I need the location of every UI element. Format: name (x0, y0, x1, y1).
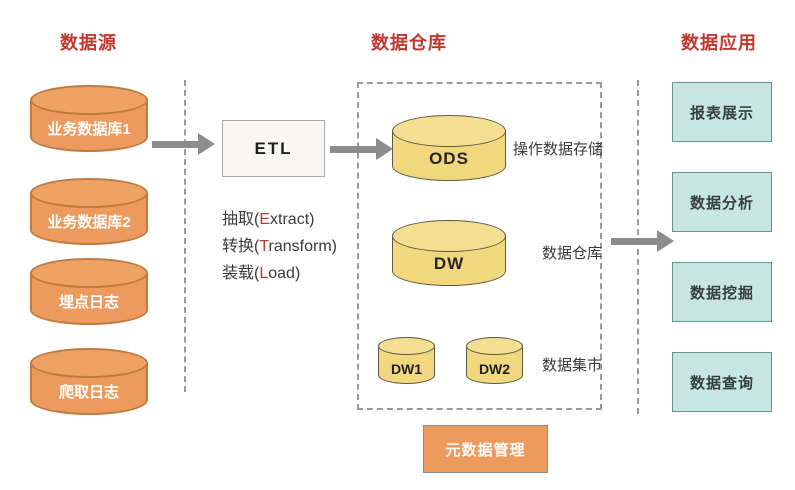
app-box-label: 数据挖掘 (689, 284, 754, 302)
etl-highlight-letter: E (259, 211, 271, 228)
cylinder-label: DW (433, 254, 465, 273)
cylinder-label: 爬取日志 (58, 384, 119, 401)
cylinder-label: 业务数据库2 (47, 214, 131, 231)
etl-highlight-letter: T (259, 238, 269, 255)
cylinder-business-db-1: 业务数据库1 (30, 85, 148, 152)
cylinder-label: 业务数据库1 (47, 121, 131, 138)
arrow-head (657, 230, 674, 252)
annotation-data-mart: 数据集市 (542, 357, 603, 374)
metadata-management-box: 元数据管理 (423, 425, 548, 473)
warehouse-dashed-box (357, 82, 602, 410)
section-title-data-source: 数据源 (60, 33, 117, 53)
dw1-cylinder: DW1 (378, 337, 435, 384)
cylinder-label: 埋点日志 (58, 294, 119, 311)
arrow-source-to-etl (152, 133, 215, 155)
app-box-data-mining: 数据挖掘 (672, 262, 772, 322)
etl-text: xtract) (270, 211, 315, 228)
cylinder-top (30, 348, 148, 378)
cylinder-business-db-2: 业务数据库2 (30, 178, 148, 245)
cylinder-label: ODS (429, 149, 469, 168)
etl-description-extract: 抽取(Extract) (222, 205, 314, 229)
etl-description-transform: 转换(Transform) (222, 232, 337, 256)
etl-text: ransform) (268, 238, 337, 255)
section-title-data-application: 数据应用 (681, 33, 757, 53)
etl-text: 装载( (222, 265, 260, 282)
arrow-shaft (330, 146, 376, 153)
cylinder-top (392, 220, 506, 252)
annotation-operational-data-store: 操作数据存储 (513, 141, 604, 158)
arrow-head (376, 138, 393, 160)
app-box-label: 报表展示 (689, 104, 754, 122)
arrow-shaft (611, 238, 657, 245)
separator-warehouse-application (637, 80, 639, 414)
app-box-report-display: 报表展示 (672, 82, 772, 142)
dw2-cylinder: DW2 (466, 337, 523, 384)
cylinder-top (30, 85, 148, 115)
cylinder-tracking-logs: 埋点日志 (30, 258, 148, 325)
app-box-data-analysis: 数据分析 (672, 172, 772, 232)
cylinder-crawl-logs: 爬取日志 (30, 348, 148, 415)
etl-label: ETL (254, 138, 293, 158)
etl-text: 抽取( (222, 211, 260, 228)
app-box-label: 数据查询 (689, 374, 754, 392)
cylinder-label: DW2 (478, 361, 511, 377)
cylinder-top (378, 337, 435, 355)
arrow-shaft (152, 141, 198, 148)
cylinder-top (30, 178, 148, 208)
separator-source-etl (184, 80, 186, 392)
cylinder-top (466, 337, 523, 355)
arrow-warehouse-to-application (611, 230, 674, 252)
cylinder-label: DW1 (390, 361, 423, 377)
etl-text: oad) (268, 265, 301, 282)
etl-box: ETL (222, 120, 325, 177)
app-box-data-query: 数据查询 (672, 352, 772, 412)
metadata-management-label: 元数据管理 (445, 441, 526, 459)
arrow-etl-to-warehouse (330, 138, 393, 160)
ods-cylinder: ODS (392, 115, 506, 181)
etl-description-load: 装载(Load) (222, 259, 300, 283)
app-box-label: 数据分析 (689, 194, 754, 212)
arrow-head (198, 133, 215, 155)
section-title-data-warehouse: 数据仓库 (371, 33, 447, 53)
dw-cylinder: DW (392, 220, 506, 286)
cylinder-top (392, 115, 506, 147)
cylinder-top (30, 258, 148, 288)
etl-highlight-letter: L (259, 265, 269, 282)
etl-text: 转换( (222, 238, 260, 255)
annotation-data-warehouse: 数据仓库 (542, 245, 603, 262)
